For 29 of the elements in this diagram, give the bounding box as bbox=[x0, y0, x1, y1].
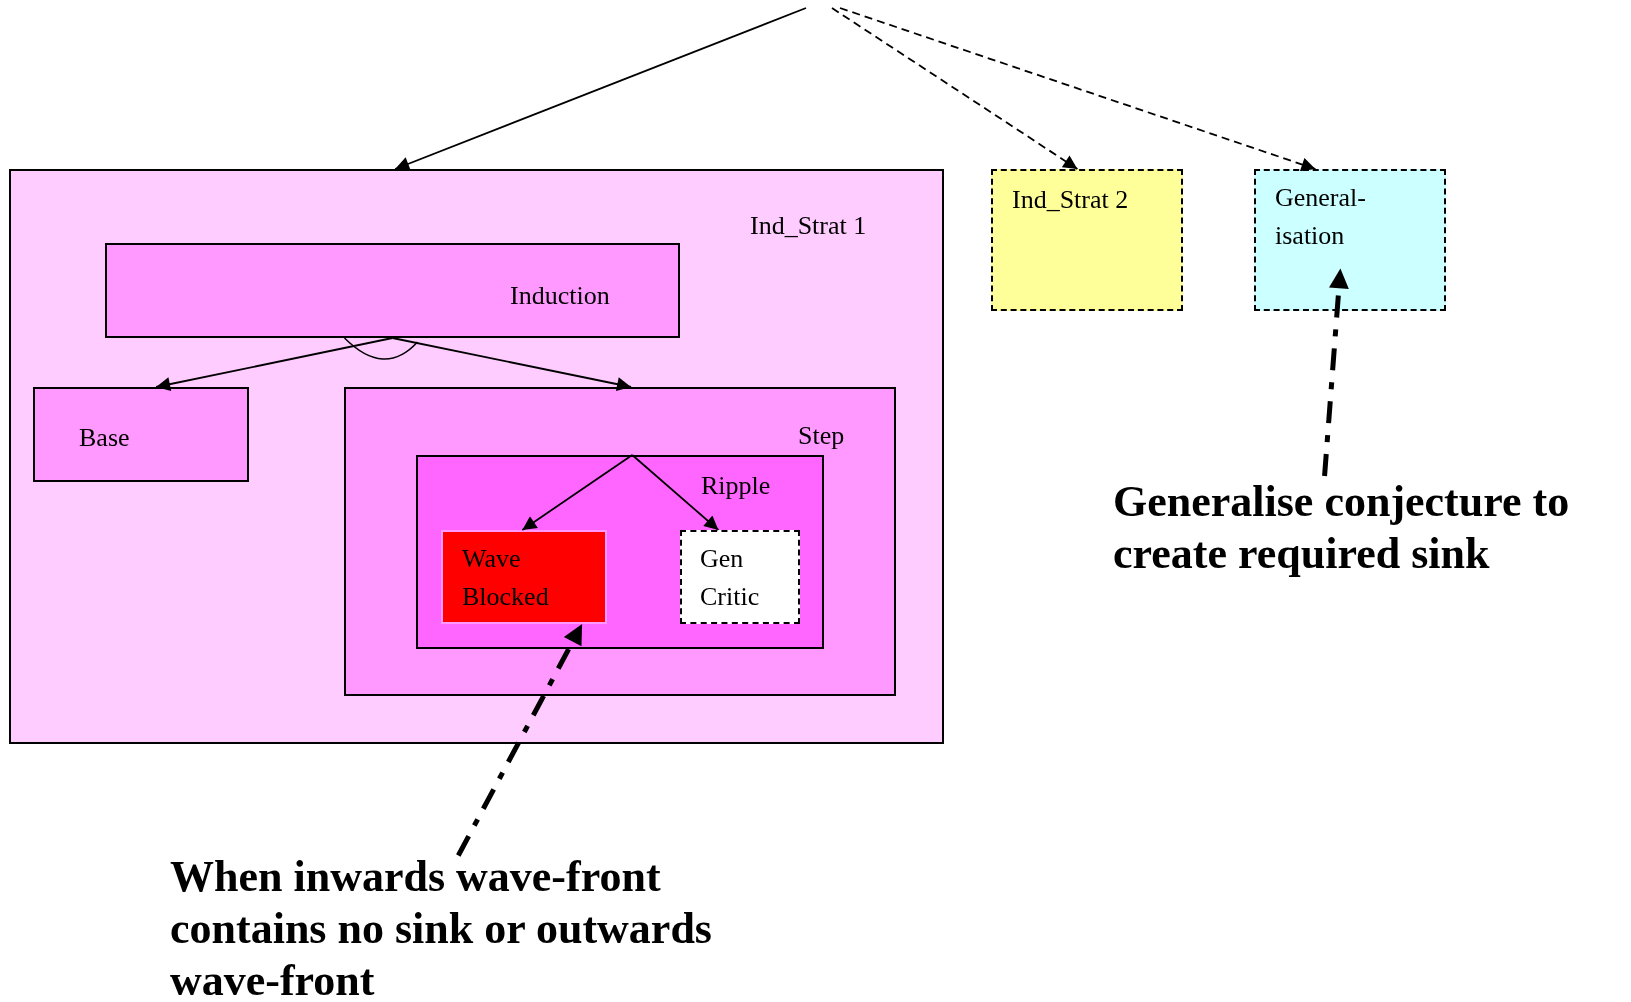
node-label: Gen Critic bbox=[700, 543, 761, 613]
strategy-box bbox=[9, 169, 944, 744]
strategy-box bbox=[1254, 169, 1446, 311]
method-box bbox=[33, 387, 249, 482]
arrow bbox=[521, 454, 634, 531]
arrow bbox=[394, 7, 807, 171]
node-label: Step bbox=[798, 420, 846, 452]
node-label: Wave Blocked bbox=[462, 543, 550, 613]
strategy-box bbox=[991, 169, 1183, 311]
method-box bbox=[105, 243, 680, 338]
leader-arrow bbox=[456, 622, 585, 857]
leader-arrow bbox=[1322, 268, 1349, 477]
critic-box bbox=[441, 530, 607, 624]
arrow bbox=[391, 337, 632, 392]
node-label: Ind_Strat 1 bbox=[750, 210, 868, 242]
node-label: Ripple bbox=[701, 470, 772, 502]
arrow bbox=[155, 337, 394, 391]
method-box bbox=[416, 455, 824, 649]
annotation-text: When inwards wave-front contains no sink or outwards wave-front bbox=[170, 851, 790, 1001]
arrow bbox=[839, 7, 1317, 172]
method-box bbox=[344, 387, 896, 696]
node-label: Ind_Strat 2 bbox=[1012, 184, 1130, 216]
node-label: Base bbox=[79, 422, 131, 454]
arrow bbox=[631, 454, 720, 531]
critic-box bbox=[680, 530, 800, 624]
arrow bbox=[831, 7, 1079, 170]
node-label: Induction bbox=[510, 280, 611, 312]
node-label: General-isation bbox=[1275, 182, 1367, 252]
annotation-text: Generalise conjecture to create required sink bbox=[1113, 476, 1629, 580]
